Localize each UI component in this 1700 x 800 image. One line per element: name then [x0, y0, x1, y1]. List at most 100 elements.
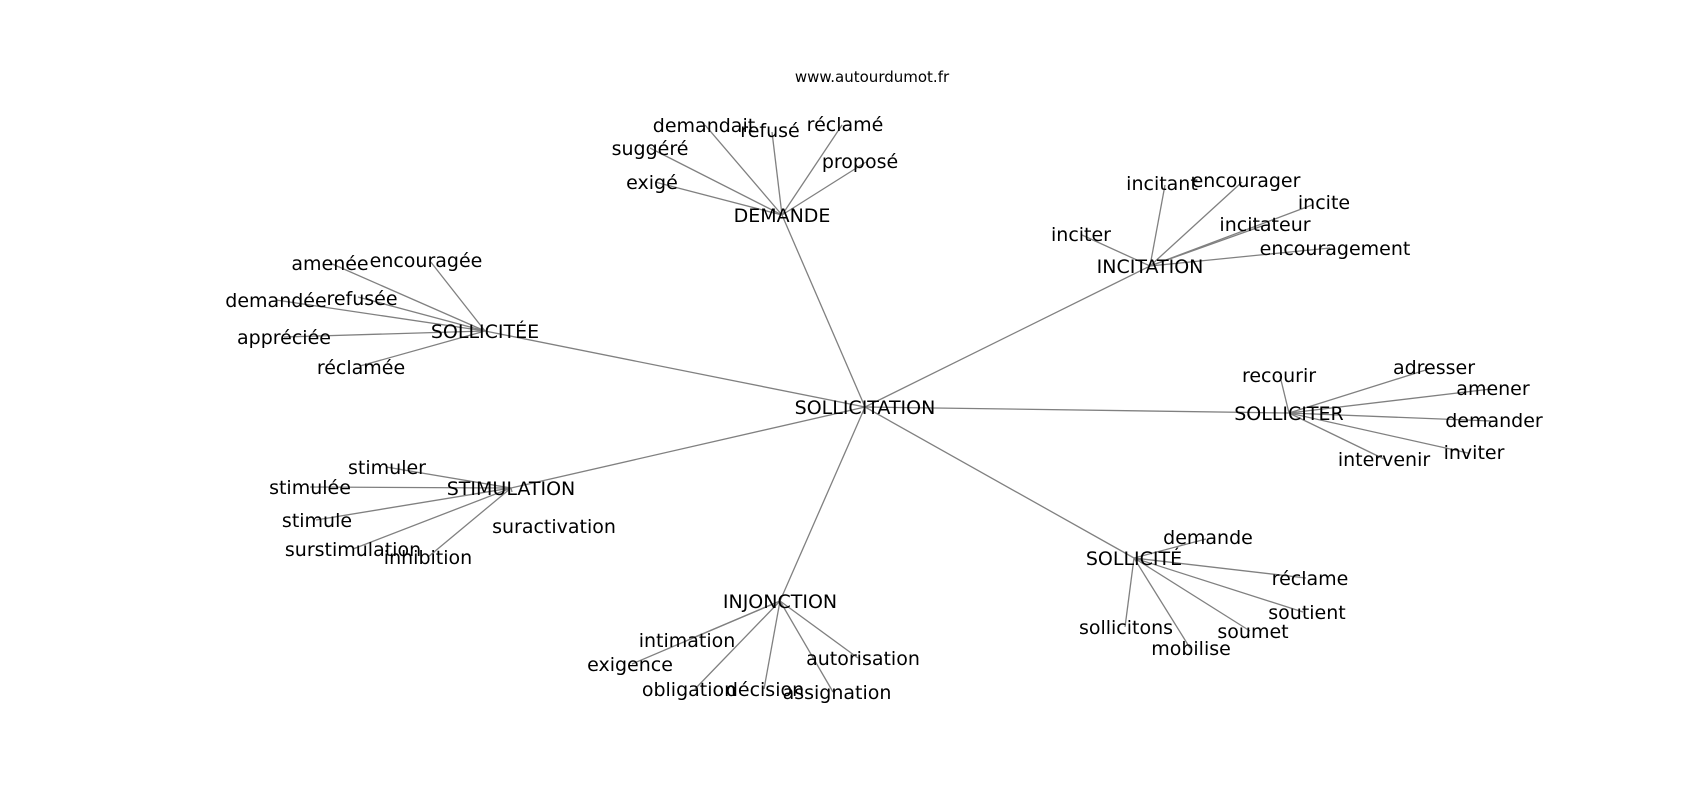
node-hub-sollicite: SOLLICITÉ: [1086, 547, 1182, 570]
edge-injonction-to-exigence: [631, 600, 781, 665]
node-leaf-exigence: exigence: [587, 654, 673, 676]
edge-solliciter-to-recourir: [1279, 375, 1290, 414]
edge-demande-to-demandait: [704, 124, 783, 216]
node-hub-stimulation: STIMULATION: [447, 478, 576, 500]
edge-sollicitee-to-reclamee: [359, 330, 486, 367]
node-leaf-soumet: soumet: [1217, 621, 1288, 643]
node-leaf-stimule: stimule: [282, 510, 352, 532]
node-leaf-reclamee: réclamée: [317, 357, 405, 379]
edge-center-to-stimulation: [510, 406, 866, 489]
edge-solliciter-to-inviter: [1288, 412, 1469, 454]
node-leaf-assignation: assignation: [783, 682, 892, 704]
node-leaf-soutient: soutient: [1268, 602, 1345, 624]
edge-stimulation-to-stimuler: [385, 466, 512, 489]
edge-injonction-to-obligation: [694, 600, 781, 690]
node-leaf-demandee: demandée: [225, 290, 326, 312]
edge-center-to-solliciter: [864, 406, 1290, 414]
node-hub-demande: DEMANDE: [734, 205, 831, 227]
edge-center-to-sollicite: [864, 406, 1135, 559]
edge-injonction-to-decision: [763, 600, 781, 690]
node-leaf-stimuler: stimuler: [348, 457, 426, 479]
edge-center-to-incitation: [864, 265, 1151, 408]
node-leaf-incitateur: incitateur: [1219, 214, 1310, 236]
edge-stimulation-to-stimulee: [309, 486, 512, 489]
node-leaf-autorisation: autorisation: [806, 648, 920, 670]
edge-sollicite-to-mobilise: [1133, 557, 1191, 649]
edge-incitation-to-inciter: [1081, 234, 1151, 267]
edge-sollicitee-to-refusee: [357, 296, 486, 332]
node-leaf-mobilise: mobilise: [1151, 638, 1231, 660]
node-leaf-sollicitons: sollicitons: [1079, 617, 1173, 639]
edge-center-to-sollicitee: [484, 330, 866, 408]
edge-center-to-injonction: [779, 406, 866, 602]
edge-incitation-to-encouragement: [1149, 247, 1331, 267]
edge-sollicite-to-demande: [1133, 538, 1207, 559]
edge-demande-to-reclame: [781, 124, 843, 216]
node-leaf-surstimulation: surstimulation: [285, 539, 421, 561]
node-leaf-reclame: réclame: [1272, 568, 1349, 590]
node-center-sollicitation: SOLLICITATION: [795, 397, 936, 419]
node-leaf-intimation: intimation: [639, 630, 736, 652]
node-leaf-encouragee: encouragée: [370, 250, 483, 272]
node-leaf-inciter: inciter: [1051, 224, 1111, 246]
node-leaf-exige: exigé: [626, 172, 678, 194]
edge-demande-to-suggere: [649, 147, 783, 216]
edge-demande-to-refuse: [771, 131, 783, 216]
node-leaf-encourager: encourager: [1192, 170, 1301, 192]
edge-sollicite-to-soumet: [1133, 557, 1251, 632]
edge-solliciter-to-demander: [1288, 412, 1492, 422]
edge-sollicite-to-reclame: [1133, 557, 1307, 579]
edge-center-to-demande: [781, 214, 866, 408]
edge-sollicite-to-sollicitons: [1124, 557, 1135, 628]
node-leaf-appreciee: appréciée: [237, 327, 331, 349]
node-hub-injonction: INJONCTION: [723, 591, 837, 613]
node-leaf-propose: proposé: [822, 151, 898, 173]
node-leaf-suractivation: suractivation: [492, 516, 616, 538]
node-leaf-refuse: refusé: [740, 120, 799, 142]
edge-stimulation-to-surstimulation: [352, 487, 512, 550]
edge-demande-to-exige: [654, 181, 783, 216]
node-hub-solliciter: SOLLICITER: [1234, 403, 1343, 425]
edge-sollicitee-to-encouragee: [429, 260, 486, 332]
node-leaf-reclame: réclamé: [807, 114, 884, 136]
node-leaf-inviter: inviter: [1444, 442, 1505, 464]
edge-incitation-to-incitateur: [1149, 225, 1263, 267]
node-leaf-amenee: amenée: [291, 253, 368, 275]
node-leaf-refusee: refusée: [326, 288, 397, 310]
node-leaf-decision: décision: [726, 679, 804, 701]
node-leaf-adresser: adresser: [1393, 357, 1475, 379]
node-leaf-obligation: obligation: [642, 679, 736, 701]
node-leaf-amener: amener: [1456, 378, 1530, 400]
edge-sollicitee-to-appreciee: [283, 330, 486, 338]
node-hub-incitation: INCITATION: [1097, 256, 1204, 278]
node-leaf-encouragement: encouragement: [1260, 238, 1411, 260]
node-leaf-demander: demander: [1445, 410, 1543, 432]
graph-edges: [275, 124, 1492, 693]
node-leaf-demandait: demandait: [653, 115, 755, 137]
edge-sollicitee-to-demandee: [275, 299, 486, 332]
edge-stimulation-to-stimule: [315, 487, 512, 521]
edge-stimulation-to-inhibition: [427, 487, 512, 558]
node-leaf-demande: demande: [1163, 527, 1253, 549]
edge-incitation-to-encourager: [1149, 181, 1243, 267]
node-leaf-inhibition: inhibition: [384, 547, 472, 569]
node-leaf-recourir: recourir: [1242, 365, 1316, 387]
edge-solliciter-to-intervenir: [1288, 412, 1385, 460]
node-leaf-incite: incite: [1298, 192, 1350, 214]
edge-solliciter-to-adresser: [1288, 367, 1433, 414]
edge-injonction-to-assignation: [779, 600, 834, 693]
edge-sollicitee-to-amenee: [329, 262, 486, 332]
edge-demande-to-propose: [781, 161, 867, 216]
node-leaf-intervenir: intervenir: [1338, 449, 1431, 471]
edge-incitation-to-incitant: [1149, 184, 1166, 267]
edge-solliciter-to-amener: [1288, 388, 1492, 414]
node-leaf-suggere: suggéré: [612, 138, 689, 160]
node-leaf-stimulee: stimulée: [269, 477, 351, 499]
site-watermark: www.autourdumot.fr: [795, 68, 950, 86]
node-leaf-incitant: incitant: [1126, 173, 1198, 195]
node-hub-sollicitee: SOLLICITÉE: [431, 320, 539, 343]
edge-injonction-to-autorisation: [779, 600, 859, 659]
edge-sollicite-to-soutient: [1133, 557, 1304, 613]
